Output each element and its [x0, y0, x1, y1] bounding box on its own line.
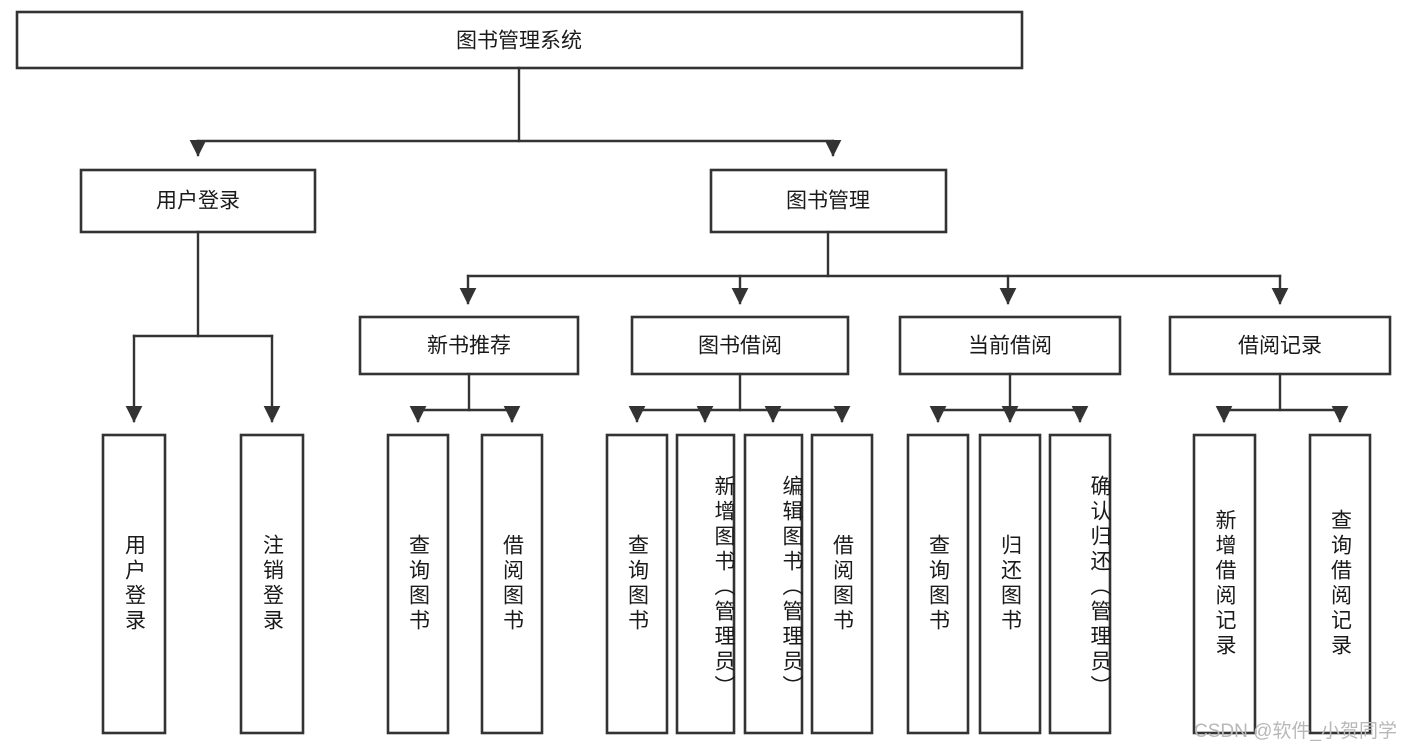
leaf-box-user-login[interactable] [101, 433, 167, 735]
connector-borrow-record-to-leaves [1215, 372, 1349, 423]
leaf-box-query-book-1[interactable] [386, 433, 450, 735]
node-book-borrow-label: 图书借阅 [698, 335, 782, 358]
node-user-login[interactable]: 用户登录 [79, 168, 317, 234]
node-root-label: 图书管理系统 [456, 30, 582, 53]
node-book-management-label: 图书管理 [786, 190, 870, 213]
node-root[interactable]: 图书管理系统 [15, 10, 1024, 70]
connector-user-login-to-leaves [125, 230, 281, 423]
node-current-borrow-label: 当前借阅 [968, 335, 1052, 358]
leaf-box-add-borrow-record[interactable] [1192, 433, 1257, 735]
connector-book-management-to-level3 [459, 230, 1289, 305]
node-book-management[interactable]: 图书管理 [709, 168, 948, 234]
leaf-box-borrow-book-1[interactable] [480, 433, 544, 735]
node-user-login-label: 用户登录 [156, 190, 240, 213]
leaf-box-confirm-return-admin[interactable] [1048, 433, 1112, 735]
node-new-book-recommend[interactable]: 新书推荐 [358, 315, 580, 376]
leaf-box-query-book-2[interactable] [605, 433, 669, 735]
connector-current-borrow-to-leaves [929, 372, 1089, 423]
connector-book-borrow-to-leaves [628, 372, 851, 423]
connector-new-book-recommend-to-leaves [409, 372, 521, 423]
leaf-box-add-book-admin[interactable] [675, 433, 736, 735]
leaf-box-logout[interactable] [239, 433, 305, 735]
node-new-book-recommend-box [358, 315, 580, 376]
node-current-borrow[interactable]: 当前借阅 [898, 315, 1122, 376]
leaf-box-borrow-book-2[interactable] [810, 433, 874, 735]
node-root-box [15, 10, 1024, 70]
node-borrow-record-label: 借阅记录 [1238, 335, 1322, 358]
leaf-box-query-borrow-record[interactable] [1308, 433, 1372, 735]
node-book-borrow[interactable]: 图书借阅 [630, 315, 850, 376]
node-user-login-box [79, 168, 317, 234]
leaf-box-return-book[interactable] [978, 433, 1042, 735]
leaf-box-edit-book-admin[interactable] [743, 433, 804, 735]
leaf-box-query-book-3[interactable] [906, 433, 970, 735]
node-current-borrow-box [898, 315, 1122, 376]
connector-root-to-level2 [189, 66, 842, 157]
watermark-text: CSDN @软件_小贺同学 [1194, 721, 1397, 742]
node-borrow-record[interactable]: 借阅记录 [1168, 315, 1392, 376]
node-new-book-recommend-label: 新书推荐 [427, 335, 511, 358]
